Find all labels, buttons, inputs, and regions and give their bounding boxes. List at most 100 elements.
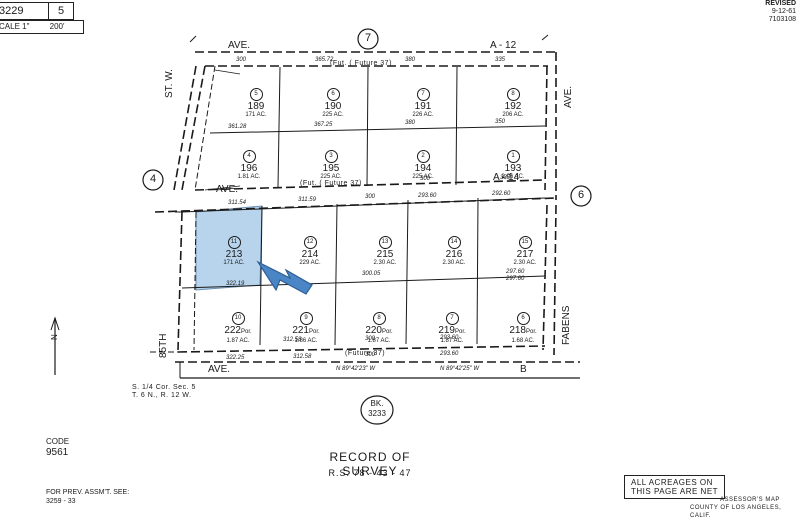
footer-line1: ASSESSOR'S MAP [720, 497, 780, 503]
parcel-portion: Por. [455, 329, 466, 335]
future-top: (Fut. ( Future 37) [330, 60, 392, 67]
dimension-r2-3: 350 [495, 119, 506, 125]
parcel-area: 1.87 AC. [226, 338, 250, 344]
parcel-area: 229 AC. [299, 260, 321, 266]
revision-label: REVISED [765, 0, 796, 7]
dimension-r2-0: 361.28 [228, 124, 247, 130]
parcel-number-text: 217 [516, 249, 534, 260]
footer-line2: COUNTY OF LOS ANGELES, CALIF. [690, 505, 782, 519]
parcel-area: 2.30 AC. [513, 260, 537, 266]
parcel-number: 192 [493, 101, 533, 112]
dimension-r4-3: 293.60 [418, 193, 437, 199]
parcel-area: 1.81 AC. [237, 174, 261, 180]
parcel-badge: 7 [445, 312, 459, 325]
parcel-number: 219Por. [432, 325, 472, 338]
dimension-r1-3: 335 [495, 57, 506, 63]
prev-label: FOR PREV. ASSM'T. SEE: [46, 489, 130, 496]
acreage-line2: THIS PAGE ARE NET [631, 487, 719, 496]
corner-note-a: S. 1/4 Cor. Sec. 5 [132, 384, 196, 391]
parcel-portion: Por. [382, 329, 393, 335]
dimension-r4-1: 311.59 [298, 197, 316, 203]
parcel-area: 225 AC. [412, 174, 434, 180]
dimension-r3-1: 335 [500, 175, 511, 181]
parcel-number: 221Por. [286, 325, 326, 338]
dimension-r6-1: 297.60 [506, 276, 525, 282]
street-mid-right: A - 14 [493, 172, 520, 183]
dimension-r1-2: 380 [405, 57, 416, 63]
acreage-line1: ALL ACREAGES ON [631, 478, 713, 487]
parcel-area: 1.68 AC. [511, 338, 535, 344]
parcel-area: 1.87 AC. [440, 338, 464, 344]
scale-value: 200' [49, 22, 65, 31]
parcel-area: 171 AC. [245, 112, 267, 118]
parcel-area: 1.87 AC. [367, 338, 391, 344]
prev-value: 3259 - 33 [46, 498, 76, 505]
dimension-r2-2: 380 [405, 120, 416, 126]
parcel-number: 195 [311, 163, 351, 174]
dimension-r7-1: 300 [365, 336, 376, 342]
parcel-area: 226 AC. [412, 112, 434, 118]
parcel-number: 189 [236, 101, 276, 112]
parcel-number-text: 190 [324, 101, 342, 112]
parcel-area: 225 AC. [322, 112, 344, 118]
parcel-number-text: 222 [224, 325, 241, 336]
parcel-badge: 15 [518, 236, 532, 249]
dimension-r4-2: 300 [365, 194, 376, 200]
parcel-area: 206 AC. [502, 112, 524, 118]
parcel-area: 225 AC. [320, 174, 342, 180]
parcel-number-text: 221 [292, 325, 309, 336]
bk-circle: BK. 3233 [361, 399, 393, 419]
page-number: 5 [57, 5, 65, 17]
dimension-r3-0: 300 [420, 176, 431, 182]
north-arrow-icon [50, 316, 60, 375]
selection-arrow [256, 260, 313, 295]
parcel-number-text: 215 [376, 249, 394, 260]
acreage-note: ALL ACREAGES ON THIS PAGE ARE NET [624, 475, 726, 499]
map-number: 3229 [0, 5, 24, 17]
parcel-badge: 9 [299, 312, 313, 325]
dimension-r1-0: 300 [236, 57, 247, 63]
street-left-upper: ST. W. [164, 69, 175, 98]
parcel-area: 2.30 AC. [373, 260, 397, 266]
parcel-number-text: 191 [414, 101, 432, 112]
circle-left: 4 [149, 173, 157, 185]
parcel-badge: 6 [516, 312, 530, 325]
parcel-area: 2.30 AC. [442, 260, 466, 266]
parcel-number-text: 216 [445, 249, 463, 260]
parcel-number: 194 [403, 163, 443, 174]
parcel-area: 2.06 AC. [501, 174, 525, 180]
parcel-number: 190 [313, 101, 353, 112]
future-bottom: (Future 37) [345, 350, 386, 357]
parcel-number-text: 219 [438, 325, 455, 336]
dimension-r2-1: 367.25 [314, 122, 333, 128]
parcel-number-text: 220 [365, 325, 382, 336]
future-mid: (Fut. ( Future 37) [300, 180, 362, 187]
street-left-lower: 85TH [158, 333, 169, 358]
parcel-area: 171 AC. [223, 260, 245, 266]
parcel-number: 196 [229, 163, 269, 174]
parcel-number: 191 [403, 101, 443, 112]
scale-label: CALE 1" [0, 22, 30, 31]
dimension-r4-4: 292.60 [492, 191, 511, 197]
dimension-r4-0: 311.54 [228, 200, 246, 206]
